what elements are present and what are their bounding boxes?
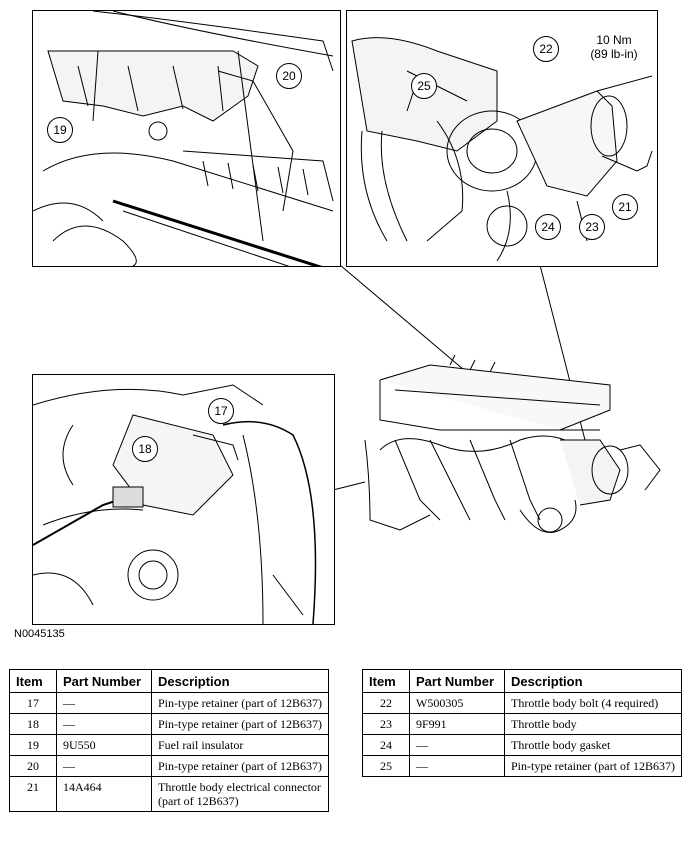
part-number-cell: W500305 — [409, 692, 505, 714]
figure-id: N0045135 — [14, 628, 65, 640]
table-row: 17—Pin-type retainer (part of 12B637) — [9, 692, 329, 714]
retainer-detail-panel: 17 18 — [32, 374, 335, 625]
description-cell: Pin-type retainer (part of 12B637) — [151, 692, 329, 714]
item-cell: 24 — [362, 734, 410, 756]
part-number-cell: — — [56, 713, 152, 735]
header-part-number: Part Number — [56, 669, 152, 693]
throttle-body-detail-panel: 22 10 Nm (89 lb-in) 25 21 24 23 — [346, 10, 658, 267]
header-part-number: Part Number — [409, 669, 505, 693]
description-cell: Throttle body gasket — [504, 734, 682, 756]
item-cell: 20 — [9, 755, 57, 777]
description-cell: Pin-type retainer (part of 12B637) — [504, 755, 682, 777]
parts-table-left: Item Part Number Description 17—Pin-type… — [9, 669, 329, 812]
callout-20: 20 — [276, 63, 302, 89]
header-description: Description — [504, 669, 682, 693]
description-cell: Throttle body bolt (4 required) — [504, 692, 682, 714]
part-number-cell: 9F991 — [409, 713, 505, 735]
callout-18: 18 — [132, 436, 158, 462]
callout-21: 21 — [612, 194, 638, 220]
callout-23: 23 — [579, 214, 605, 240]
description-cell: Throttle body electrical connector (part… — [151, 776, 329, 812]
torque-lbin: (89 lb-in) — [590, 47, 638, 61]
item-cell: 25 — [362, 755, 410, 777]
callout-25: 25 — [411, 73, 437, 99]
torque-nm: 10 Nm — [596, 33, 632, 47]
item-cell: 22 — [362, 692, 410, 714]
item-cell: 21 — [9, 776, 57, 812]
part-number-cell: — — [409, 734, 505, 756]
torque-spec: 10 Nm (89 lb-in) — [569, 33, 657, 61]
item-cell: 17 — [9, 692, 57, 714]
table-row: 20—Pin-type retainer (part of 12B637) — [9, 755, 329, 777]
callout-24: 24 — [535, 214, 561, 240]
header-description: Description — [151, 669, 329, 693]
table-header-row: Item Part Number Description — [362, 669, 682, 693]
description-cell: Pin-type retainer (part of 12B637) — [151, 713, 329, 735]
table-row: 18—Pin-type retainer (part of 12B637) — [9, 713, 329, 735]
header-item: Item — [9, 669, 57, 693]
table-row: 25—Pin-type retainer (part of 12B637) — [362, 755, 682, 777]
description-cell: Throttle body — [504, 713, 682, 735]
item-cell: 19 — [9, 734, 57, 756]
item-cell: 18 — [9, 713, 57, 735]
callout-22: 22 — [533, 36, 559, 62]
table-header-row: Item Part Number Description — [9, 669, 329, 693]
part-number-cell: 14A464 — [56, 776, 152, 812]
part-number-cell: — — [56, 692, 152, 714]
fuel-rail-illustration — [33, 11, 334, 266]
header-item: Item — [362, 669, 410, 693]
part-number-cell: 9U550 — [56, 734, 152, 756]
description-cell: Pin-type retainer (part of 12B637) — [151, 755, 329, 777]
part-number-cell: — — [409, 755, 505, 777]
callout-17: 17 — [208, 398, 234, 424]
item-cell: 23 — [362, 713, 410, 735]
callout-19: 19 — [47, 117, 73, 143]
fuel-rail-detail-panel: 19 20 — [32, 10, 341, 267]
table-row: 24—Throttle body gasket — [362, 734, 682, 756]
description-cell: Fuel rail insulator — [151, 734, 329, 756]
part-number-cell: — — [56, 755, 152, 777]
